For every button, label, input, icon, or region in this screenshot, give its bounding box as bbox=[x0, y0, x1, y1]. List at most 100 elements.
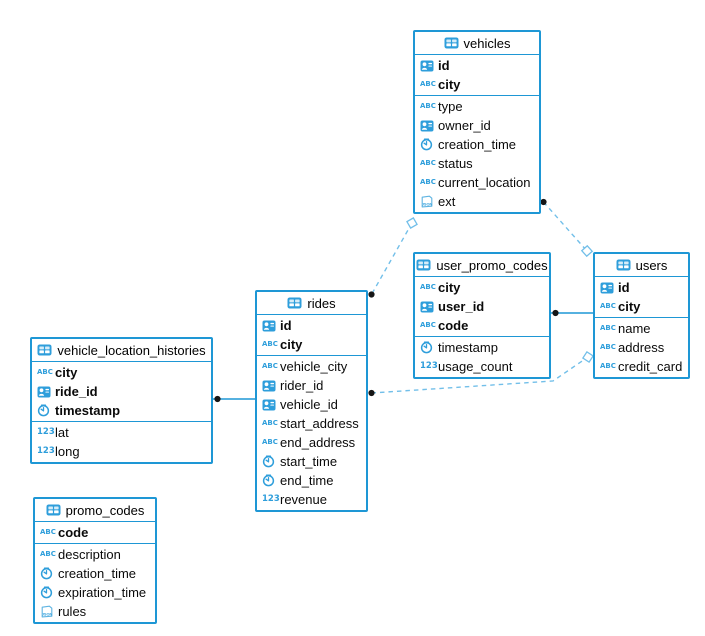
table-header[interactable]: user_promo_codes bbox=[415, 254, 549, 277]
column-name: creation_time bbox=[438, 137, 517, 152]
table-icon bbox=[287, 297, 302, 309]
column-row[interactable]: id bbox=[595, 278, 688, 297]
column-row[interactable]: start_time bbox=[257, 452, 366, 471]
column-row[interactable]: user_id bbox=[415, 297, 549, 316]
relationship-line[interactable] bbox=[542, 201, 588, 252]
relationship-line[interactable] bbox=[370, 222, 413, 295]
text-type-icon: ABC bbox=[262, 439, 280, 446]
table-name: vehicles bbox=[463, 35, 511, 51]
table-header[interactable]: promo_codes bbox=[35, 499, 155, 522]
relationship-vehicle_location_histories-to-rides[interactable] bbox=[213, 395, 256, 403]
id-type-icon bbox=[420, 301, 438, 313]
column-name: end_address bbox=[280, 435, 356, 450]
table-header[interactable]: users bbox=[595, 254, 688, 277]
id-type-icon bbox=[420, 120, 438, 132]
text-icon-label: ABC bbox=[420, 159, 436, 167]
relationship-user_promo_codes-to-users[interactable] bbox=[549, 309, 594, 317]
table-header[interactable]: vehicles bbox=[415, 32, 539, 55]
text-type-icon: ABC bbox=[420, 81, 438, 88]
column-row[interactable]: id bbox=[415, 56, 539, 75]
id-type-icon bbox=[262, 380, 280, 392]
column-row[interactable]: end_time bbox=[257, 471, 366, 490]
id-type-icon bbox=[37, 386, 55, 398]
column-row[interactable]: expiration_time bbox=[35, 583, 155, 602]
column-row[interactable]: rider_id bbox=[257, 376, 366, 395]
column-row[interactable]: vehicle_id bbox=[257, 395, 366, 414]
column-name: revenue bbox=[280, 492, 327, 507]
id-type-icon bbox=[420, 60, 438, 72]
text-icon-label: ABC bbox=[600, 362, 616, 370]
column-name: ext bbox=[438, 194, 456, 209]
column-row[interactable]: id bbox=[257, 316, 366, 335]
relationship-line[interactable] bbox=[371, 356, 589, 394]
text-icon-label: ABC bbox=[40, 528, 56, 536]
relationship-dot-endpoint bbox=[552, 309, 559, 317]
column-name: city bbox=[280, 337, 303, 352]
column-name: name bbox=[618, 321, 651, 336]
text-icon-label: ABC bbox=[262, 340, 278, 348]
column-name: long bbox=[55, 444, 80, 459]
table-header[interactable]: vehicle_location_histories bbox=[32, 339, 211, 362]
text-icon-label: ABC bbox=[420, 102, 436, 110]
column-row[interactable]: ride_id bbox=[32, 382, 211, 401]
relationship-diamond-endpoint bbox=[581, 350, 595, 364]
column-row[interactable]: creation_time bbox=[35, 564, 155, 583]
id-type-icon bbox=[600, 282, 618, 294]
column-name: status bbox=[438, 156, 473, 171]
column-row[interactable]: creation_time bbox=[415, 135, 539, 154]
column-row[interactable]: timestamp bbox=[415, 338, 549, 357]
relationship-vehicles-to-users[interactable] bbox=[540, 198, 594, 258]
relationship-rides-to-users[interactable] bbox=[368, 350, 595, 397]
id-type-icon bbox=[262, 320, 280, 332]
column-row[interactable]: owner_id bbox=[415, 116, 539, 135]
number-type-icon: 123 bbox=[37, 447, 55, 456]
table-icon bbox=[46, 504, 61, 516]
column-row[interactable]: timestamp bbox=[32, 401, 211, 420]
text-type-icon: ABC bbox=[40, 551, 58, 558]
number-type-icon: 123 bbox=[37, 428, 55, 437]
relationship-dot-endpoint bbox=[368, 389, 375, 397]
table-header[interactable]: rides bbox=[257, 292, 366, 315]
number-icon-label: 123 bbox=[37, 446, 55, 457]
text-icon-label: ABC bbox=[262, 438, 278, 446]
table-name: vehicle_location_histories bbox=[57, 342, 206, 358]
text-type-icon: ABC bbox=[262, 363, 280, 370]
relationship-rides-to-vehicles[interactable] bbox=[368, 217, 418, 298]
number-type-icon: 123 bbox=[420, 362, 438, 371]
